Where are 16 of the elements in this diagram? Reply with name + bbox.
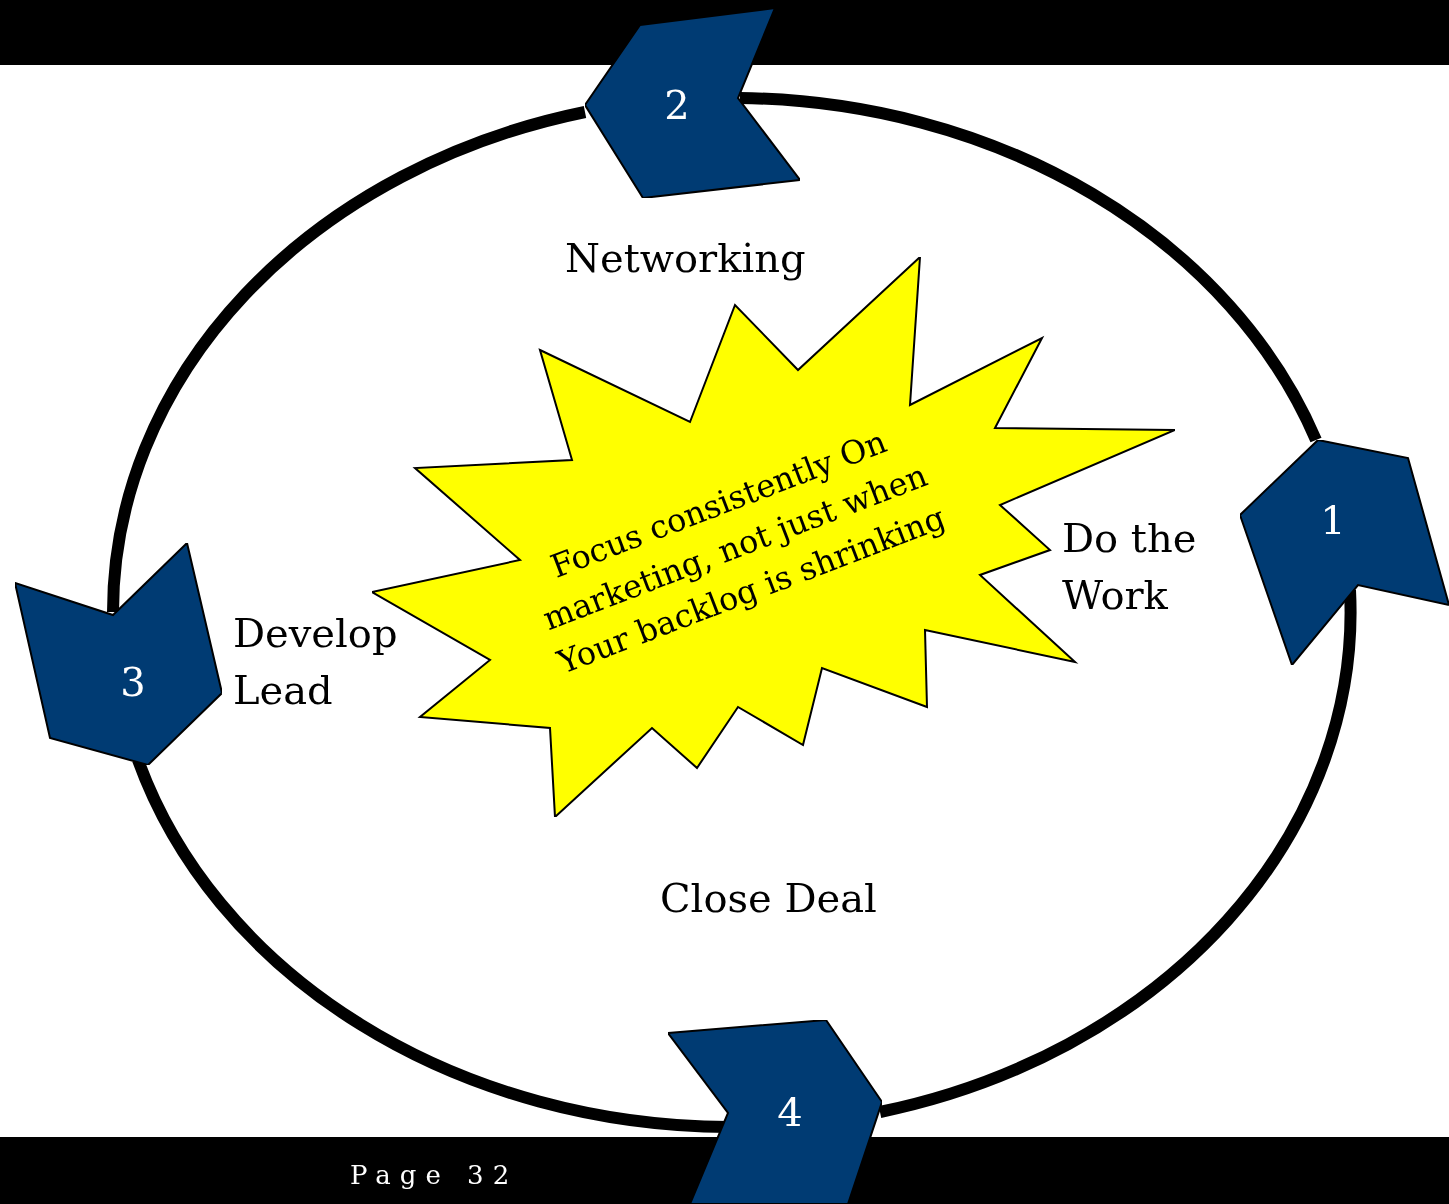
step-label: Do the Work — [1062, 514, 1198, 620]
chevron-arrow — [1240, 440, 1449, 665]
step-number: 2 — [664, 82, 690, 128]
chevron-arrow — [15, 543, 222, 765]
page-number: Page 32 — [350, 1160, 519, 1190]
cycle-arc — [878, 589, 1356, 1118]
cycle-arc — [739, 92, 1322, 443]
chevron-arrow — [668, 1020, 882, 1204]
step-label: Close Deal — [660, 874, 878, 923]
chevron-arrow — [585, 8, 800, 198]
step-label: Develop Lead — [233, 609, 399, 715]
step-number: 1 — [1320, 497, 1346, 543]
step-number: 3 — [120, 659, 146, 705]
step-number: 4 — [777, 1089, 803, 1135]
step-label: Networking — [565, 234, 807, 283]
cycle-arc — [107, 106, 587, 613]
